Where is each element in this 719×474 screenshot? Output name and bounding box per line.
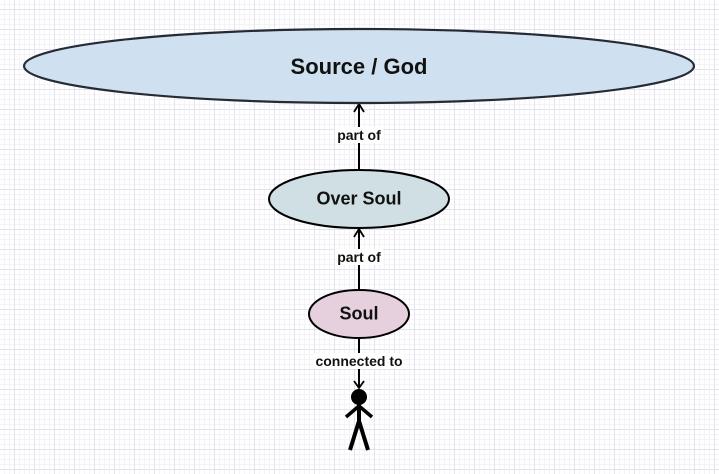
stick-figure-icon[interactable] bbox=[344, 389, 374, 451]
edge-label-part-of-source: part of bbox=[335, 127, 383, 143]
node-source-label: Source / God bbox=[290, 54, 428, 79]
node-soul-shape[interactable] bbox=[308, 289, 410, 339]
node-soul-label: Soul bbox=[339, 303, 379, 324]
node-over-soul-shape[interactable] bbox=[268, 169, 450, 229]
node-source-shape[interactable] bbox=[22, 27, 696, 105]
arrowhead-icon bbox=[353, 380, 365, 390]
edge-label-part-of-over-soul: part of bbox=[335, 249, 383, 265]
node-over-soul-label: Over Soul bbox=[316, 188, 402, 209]
edge-label-connected-to: connected to bbox=[313, 353, 405, 369]
